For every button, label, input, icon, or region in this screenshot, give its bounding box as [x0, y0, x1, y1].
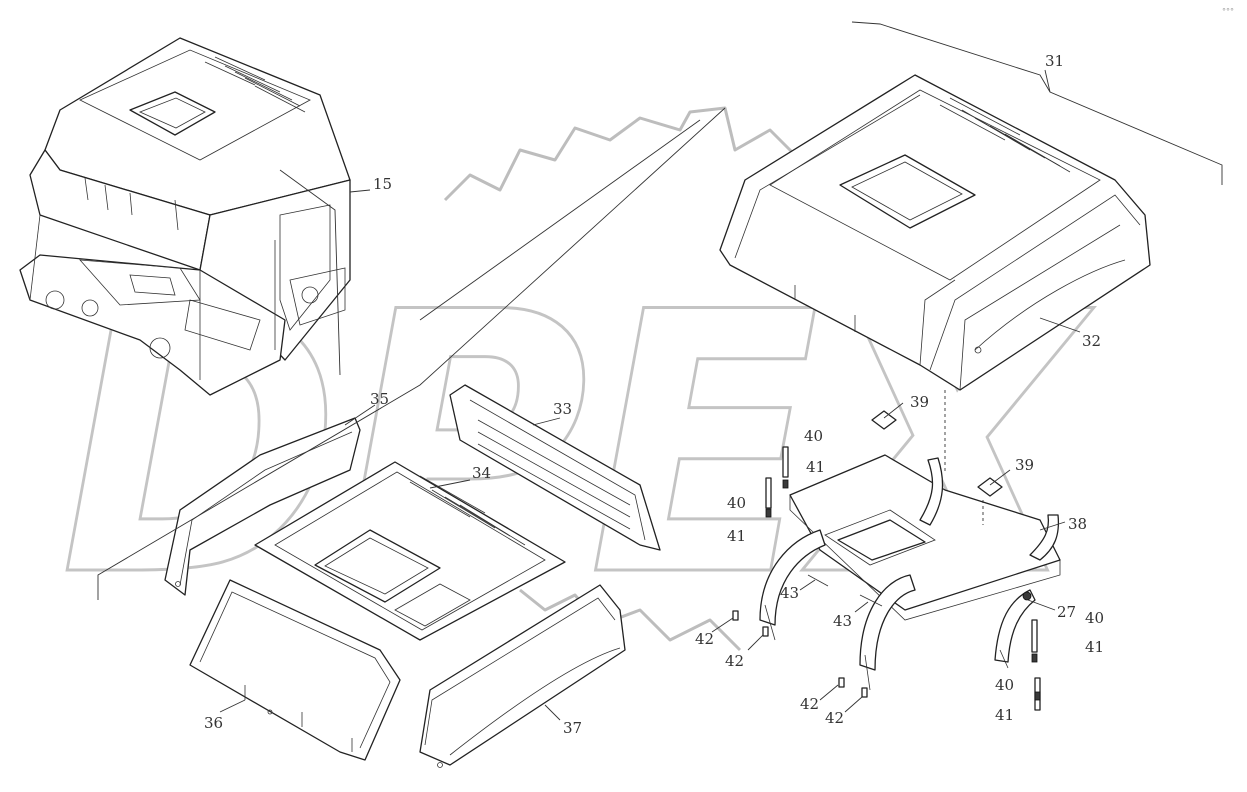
callout-36: 36 [204, 714, 223, 732]
watermark-ridge [443, 106, 831, 202]
callout-labels: 15 31 32 33 34 35 36 37 38 39 39 40 40 4… [204, 52, 1104, 737]
callout-35: 35 [370, 390, 389, 408]
callout-41-a: 41 [806, 458, 825, 476]
roof-panel-34 [254, 461, 566, 641]
strip-43-b [859, 594, 883, 607]
callout-31: 31 [1045, 52, 1064, 70]
roof-assembly [719, 74, 1151, 391]
callout-32: 32 [1082, 332, 1101, 350]
strip-40-b [765, 477, 772, 509]
callout-40-d: 40 [995, 676, 1014, 694]
callout-43-a: 43 [780, 584, 799, 602]
clip-42-d [861, 687, 868, 698]
rear-panel-33 [449, 384, 661, 551]
cab-assembly [19, 37, 351, 396]
callout-42-c: 42 [800, 695, 819, 713]
callout-33: 33 [553, 400, 572, 418]
tab-41-b [765, 508, 772, 518]
callout-39-a: 39 [910, 393, 929, 411]
callout-41-d: 41 [995, 706, 1014, 724]
front-cap-36 [189, 579, 401, 761]
rear-cap-37 [419, 584, 626, 768]
clip-42-c [838, 677, 845, 688]
callout-42-a: 42 [695, 630, 714, 648]
callout-43-b: 43 [833, 612, 852, 630]
callout-40-a: 40 [804, 427, 823, 445]
small-parts [732, 410, 1041, 711]
tab-41-c [1031, 653, 1038, 663]
callout-27: 27 [1057, 603, 1076, 621]
callout-15: 15 [373, 175, 392, 193]
pad-39-b [977, 477, 1003, 497]
callout-37: 37 [563, 719, 582, 737]
cab-floor [19, 254, 286, 396]
callout-40-c: 40 [1085, 609, 1104, 627]
tab-41-d [1034, 691, 1041, 701]
strip-40-a [782, 446, 789, 478]
clip-42-b [762, 626, 769, 637]
callout-40-b: 40 [727, 494, 746, 512]
strip-43-a [807, 574, 829, 587]
tab-41-a [782, 479, 789, 489]
callout-42-d: 42 [825, 709, 844, 727]
roof-outer-shell [719, 74, 1151, 391]
callout-42-b: 42 [725, 652, 744, 670]
callout-34: 34 [472, 464, 491, 482]
leader-lines [97, 21, 1223, 721]
callout-41-c: 41 [1085, 638, 1104, 656]
pad-39-a [871, 410, 897, 430]
clip-42-a [732, 610, 739, 621]
callout-38: 38 [1068, 515, 1087, 533]
callout-39-b: 39 [1015, 456, 1034, 474]
callout-41-b: 41 [727, 527, 746, 545]
corner-mark: °°° [1222, 7, 1234, 16]
roof-frame-38 [759, 454, 1061, 691]
strip-40-c [1031, 619, 1038, 653]
